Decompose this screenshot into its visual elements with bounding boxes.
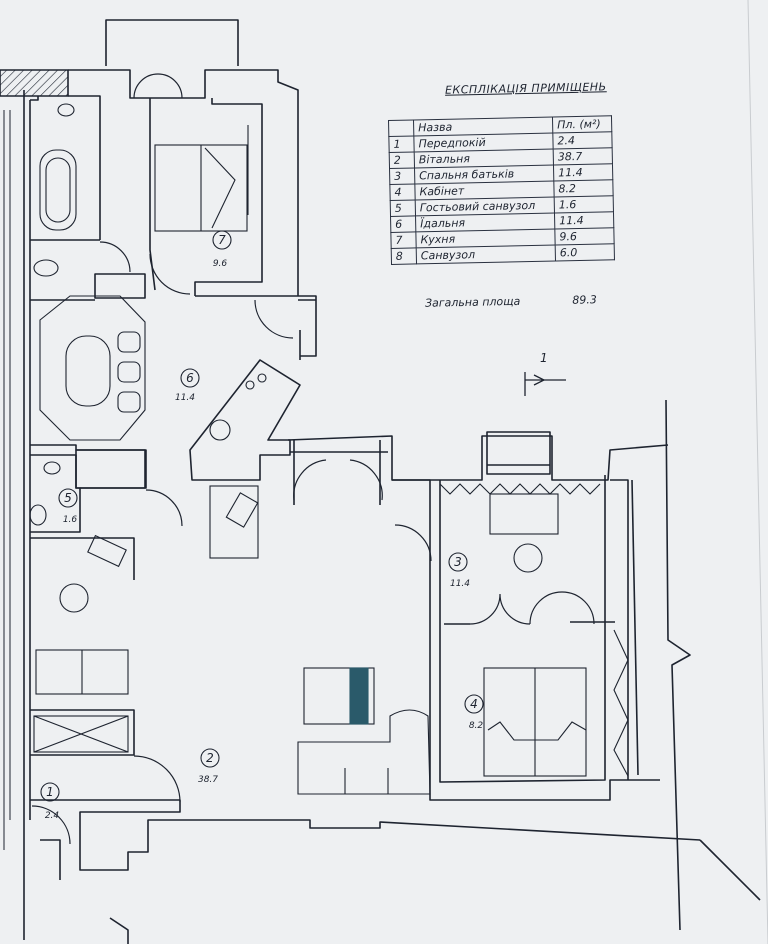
row-area: 11.4 [553, 163, 613, 182]
coffee-table [303, 667, 375, 725]
total-value: 89.3 [572, 293, 597, 307]
corner-sofa [297, 709, 431, 795]
room-3-number: 3 [454, 555, 462, 569]
paper-edge [747, 0, 768, 944]
row-number: 1 [388, 135, 415, 153]
room-4-marker: 4 8.2 [464, 694, 484, 731]
row-number: 3 [389, 167, 415, 185]
room-6-number: 6 [186, 371, 194, 385]
chair [117, 331, 141, 353]
room-1-marker: 1 2.4 [40, 782, 60, 821]
row-area: 1.6 [554, 195, 614, 214]
header-number [388, 119, 414, 137]
section-mark [524, 372, 566, 396]
row-number: 5 [390, 199, 416, 217]
round-table [209, 419, 231, 441]
row-area: 38.7 [553, 147, 613, 166]
row-name: Санвузол [416, 245, 556, 264]
hatched-wall [0, 69, 69, 97]
room-4-number: 4 [470, 697, 478, 711]
row-number: 8 [391, 247, 417, 265]
room-4-area: 8.2 [469, 721, 484, 731]
dining-table [65, 335, 111, 407]
sink-icon [57, 103, 75, 117]
room-1-area: 2.4 [45, 811, 60, 821]
row-area: 11.4 [554, 211, 614, 230]
room-5-marker: 5 1.6 [58, 488, 78, 525]
room-7-area: 9.6 [213, 259, 228, 269]
bedroom-chair [513, 543, 543, 573]
door-swings [31, 73, 595, 845]
bath-wall-block [94, 273, 146, 299]
row-number: 4 [389, 183, 416, 201]
total-label: Загальна площа [424, 294, 521, 310]
furniture [29, 103, 629, 795]
room-1-number: 1 [46, 785, 54, 799]
room-7-marker: 7 9.6 [212, 230, 232, 269]
row-area: 2.4 [552, 131, 613, 150]
room-5-area: 1.6 [63, 515, 78, 525]
row-number: 6 [390, 215, 416, 233]
room-7-number: 7 [218, 233, 226, 247]
tv-unit [349, 667, 369, 725]
room-markers: 7 9.6 6 11.4 5 1.6 3 11.4 4 8.2 2 38.7 [40, 230, 484, 821]
bathtub [39, 149, 77, 231]
room-2-number: 2 [206, 751, 214, 765]
row-area: 6.0 [555, 243, 615, 262]
room-6-marker: 6 11.4 [175, 368, 200, 403]
section-mark-label: 1 [540, 351, 548, 365]
room-6-area: 11.4 [175, 393, 195, 403]
walls [0, 19, 761, 944]
window-bedroom [486, 431, 551, 475]
row-area: 9.6 [554, 227, 615, 246]
row-number: 7 [390, 231, 417, 249]
row-number: 2 [389, 151, 415, 169]
balcony [105, 19, 239, 66]
room-2-marker: 2 38.7 [198, 748, 220, 785]
room-5-number: 5 [64, 491, 72, 505]
header-area: Пл. (м²) [552, 115, 612, 134]
armchair [59, 583, 89, 613]
toilet-icon [33, 259, 59, 277]
dining-niche [39, 295, 146, 441]
room-3-area: 11.4 [450, 579, 470, 589]
room-2-area: 38.7 [198, 775, 218, 785]
room-3-marker: 3 11.4 [448, 552, 470, 589]
row-area: 8.2 [553, 179, 614, 198]
console [209, 485, 259, 559]
